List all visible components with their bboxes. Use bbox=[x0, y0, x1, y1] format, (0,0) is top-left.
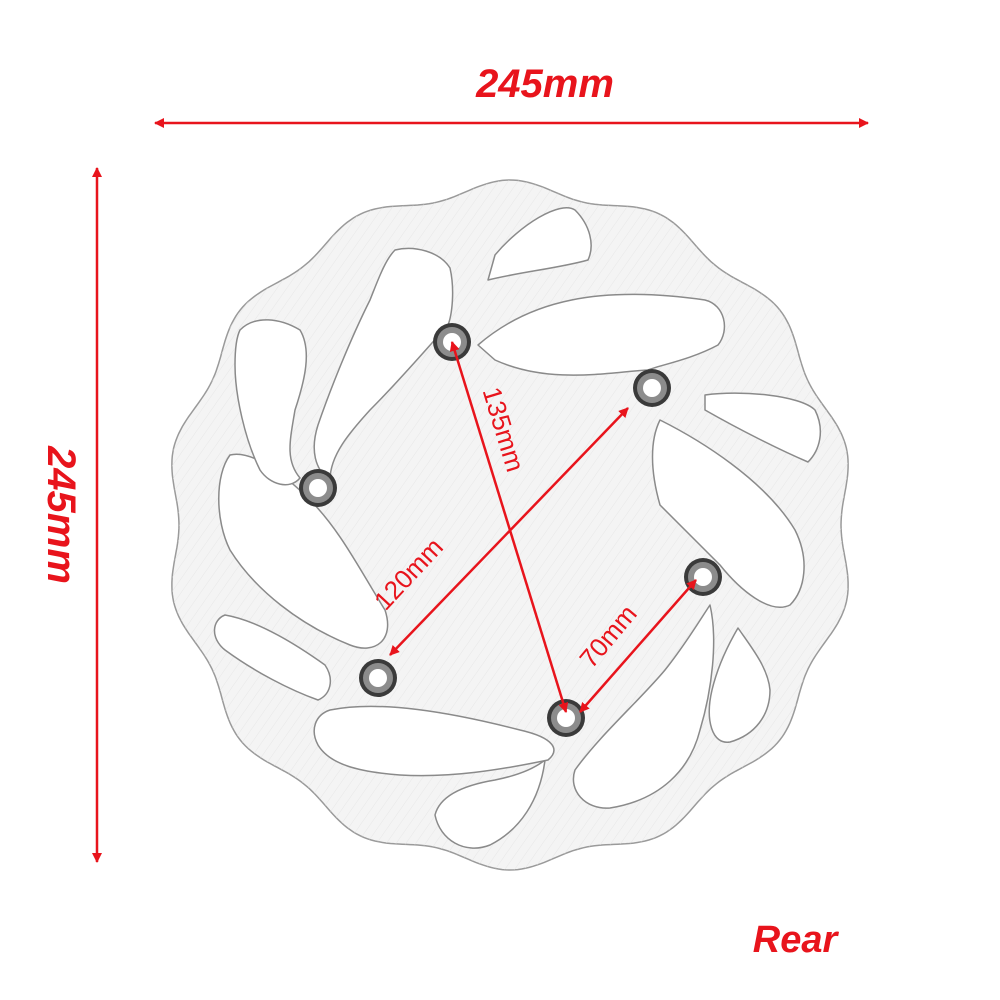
cutout-top bbox=[487, 207, 592, 281]
cutout-left-lower bbox=[213, 614, 332, 701]
width-dimension: 245mm bbox=[154, 62, 869, 128]
bolt-hole-center bbox=[369, 669, 387, 687]
height-label: 245mm bbox=[39, 445, 83, 584]
cutout-bottom bbox=[434, 759, 546, 849]
cutout-right-upper bbox=[704, 392, 822, 463]
bolt-hole bbox=[299, 469, 337, 507]
bolt-hole bbox=[359, 659, 397, 697]
disc-cutouts bbox=[213, 207, 822, 849]
bolt-hole bbox=[684, 558, 722, 596]
width-label: 245mm bbox=[475, 62, 614, 106]
bolt-hole-center bbox=[309, 479, 327, 497]
bolt-hole-center bbox=[694, 568, 712, 586]
rear-caption: Rear bbox=[753, 919, 840, 961]
cutout-right-lower bbox=[708, 627, 771, 743]
hole-70-arrow bbox=[579, 579, 697, 713]
cutout-right bbox=[651, 419, 805, 608]
cutout-bottom-left bbox=[313, 705, 555, 777]
bolt-hole bbox=[547, 699, 585, 737]
cutout-left-upper bbox=[234, 319, 308, 486]
cutout-top-left bbox=[313, 247, 454, 481]
bolt-hole bbox=[633, 369, 671, 407]
height-dimension: 245mm bbox=[39, 167, 102, 863]
diagonal-120-arrow bbox=[389, 407, 629, 656]
bolt-hole-center bbox=[643, 379, 661, 397]
bolt-hole-center bbox=[557, 709, 575, 727]
